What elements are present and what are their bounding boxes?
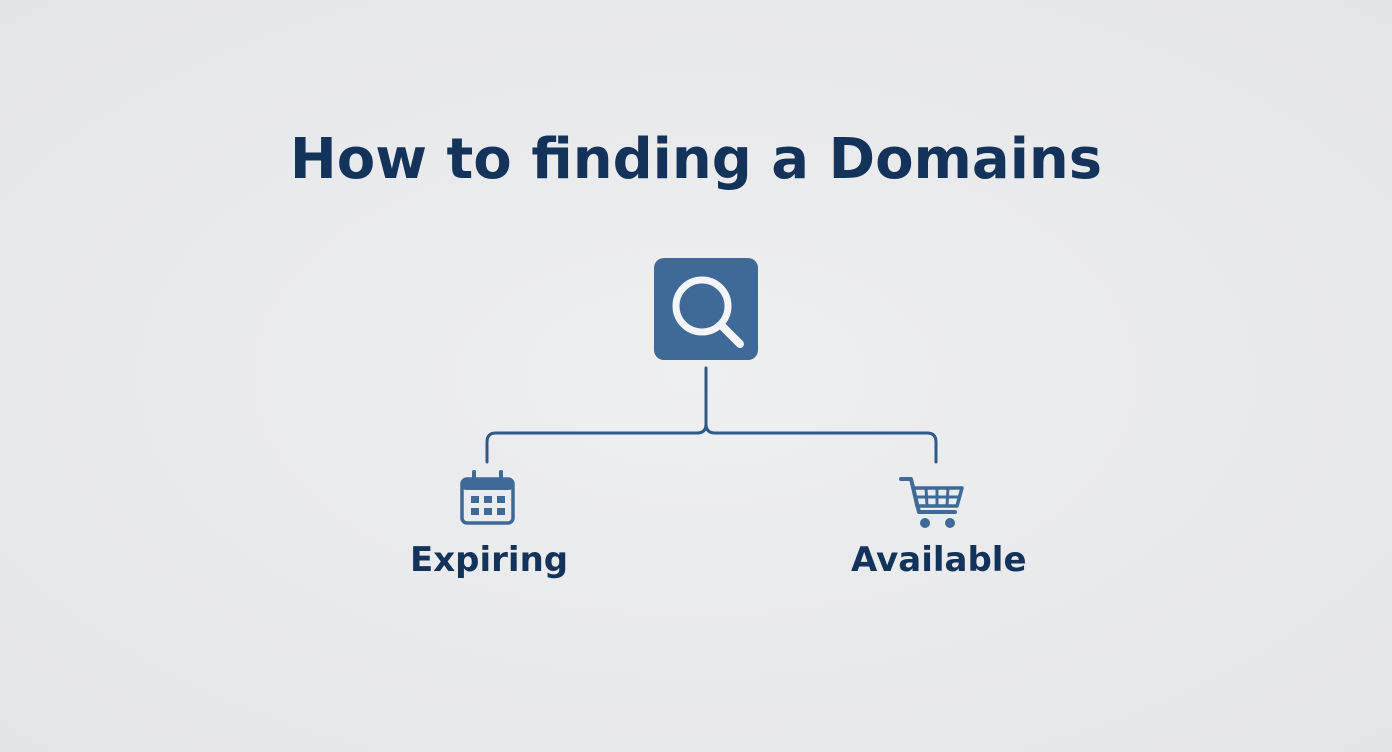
diagram-title: How to finding a Domains	[289, 127, 1103, 192]
search-icon	[672, 276, 744, 348]
root-node	[654, 258, 758, 360]
calendar-icon	[460, 470, 515, 525]
shopping-cart-icon	[899, 477, 964, 528]
branch-label-expiring: Expiring	[410, 540, 569, 580]
branch-label-available: Available	[851, 540, 1027, 580]
